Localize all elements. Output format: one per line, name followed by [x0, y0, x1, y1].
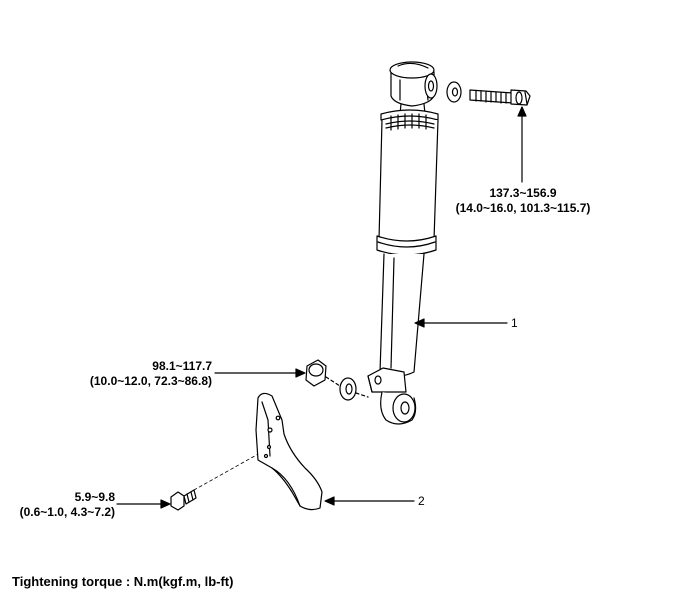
lower-bushing — [380, 391, 417, 425]
upper-bolt-torque-nm: 137.3~156.9 — [489, 186, 557, 200]
bracket-bolt-torque-nm: 5.9~9.8 — [74, 490, 115, 504]
upper-bolt-leader — [517, 106, 527, 183]
lower-nut-torque: 98.1~117.7 (10.0~12.0, 72.3~86.8) — [60, 359, 212, 389]
bracket-bolt-torque: 5.9~9.8 (0.6~1.0, 4.3~7.2) — [0, 490, 115, 520]
bracket — [255, 392, 323, 511]
torque-units-note: Tightening torque : N.m(kgf.m, lb-ft) — [12, 574, 234, 589]
lower-clamp — [367, 367, 407, 393]
bracket-bolt — [170, 489, 197, 511]
part-number-1: 1 — [511, 316, 518, 330]
part-number-2: 2 — [418, 494, 425, 508]
upper-bolt — [469, 89, 531, 106]
upper-bolt-torque: 137.3~156.9 (14.0~16.0, 101.3~115.7) — [448, 186, 598, 216]
part-2-leader — [324, 496, 415, 506]
part-1-leader — [414, 318, 508, 328]
lower-alignment-line — [325, 376, 369, 398]
upper-bushing — [389, 61, 438, 107]
lower-nut-torque-nm: 98.1~117.7 — [152, 359, 212, 373]
lower-nut-torque-alt: (10.0~12.0, 72.3~86.8) — [89, 374, 212, 388]
bracket-bolt-torque-alt: (0.6~1.0, 4.3~7.2) — [19, 505, 115, 519]
upper-bolt-torque-alt: (14.0~16.0, 101.3~115.7) — [455, 201, 591, 215]
lower-washer — [339, 377, 357, 401]
bracket-alignment-line — [193, 452, 261, 491]
lower-nut-leader — [214, 368, 306, 378]
dust-boot — [376, 109, 439, 256]
lower-nut — [305, 359, 327, 387]
upper-washer — [446, 81, 462, 103]
lower-tube — [379, 253, 425, 377]
bracket-bolt-leader — [116, 499, 171, 509]
